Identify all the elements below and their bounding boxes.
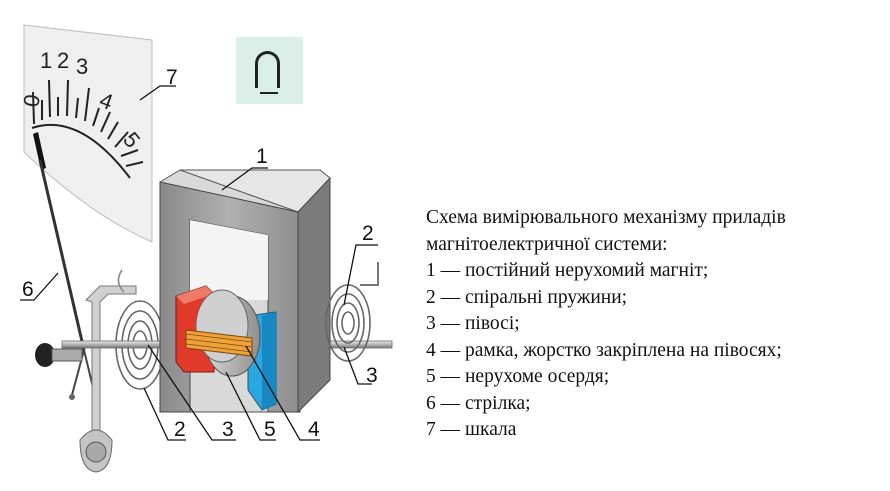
caption-title-line-1: Схема вимірювального механізму приладів [426, 207, 786, 228]
caption-item-6: 6 — стрілка; [426, 392, 531, 414]
base-bar [260, 92, 278, 94]
caption-item-3: 3 — півосі; [426, 313, 520, 334]
dial-number-0: 0 [18, 92, 45, 108]
caption-item-4: 4 — рамка, жорстко закріплена на півосях… [426, 339, 782, 361]
callout-2-left: 2 [174, 418, 186, 441]
callout-6: 6 [22, 278, 34, 301]
caption-item-7: 7 — шкала [426, 419, 517, 440]
callout-3-right: 3 [366, 364, 378, 387]
caption-item-1: 1 — постійний нерухомий магніт; [426, 260, 709, 281]
support-bracket [35, 285, 137, 473]
callout-2-right: 2 [362, 222, 374, 245]
caption-item-5: 5 — нерухоме осердя; [426, 366, 610, 387]
callout-3-left: 3 [222, 418, 234, 441]
permanent-magnet [159, 169, 331, 414]
callout-7: 7 [166, 66, 178, 89]
callout-1: 1 [256, 145, 268, 168]
dial-number-3: 3 [76, 54, 88, 79]
caption-title-line-2: магнітоелектричної системи: [426, 233, 668, 255]
caption-text: Схема вимірювального механізму приладів … [426, 205, 886, 444]
dial-number-1: 1 [40, 48, 52, 73]
caption-item-2: 2 — спіральні пружини; [426, 286, 628, 308]
callout-5: 5 [264, 418, 276, 441]
dial-number-2: 2 [57, 48, 69, 73]
dial-scale: 0 1 2 3 4 5 [18, 24, 153, 243]
callout-lines [20, 85, 378, 441]
magnetoelectric-system-icon [236, 37, 303, 104]
arch-shape [255, 51, 280, 88]
callout-4: 4 [308, 418, 320, 441]
